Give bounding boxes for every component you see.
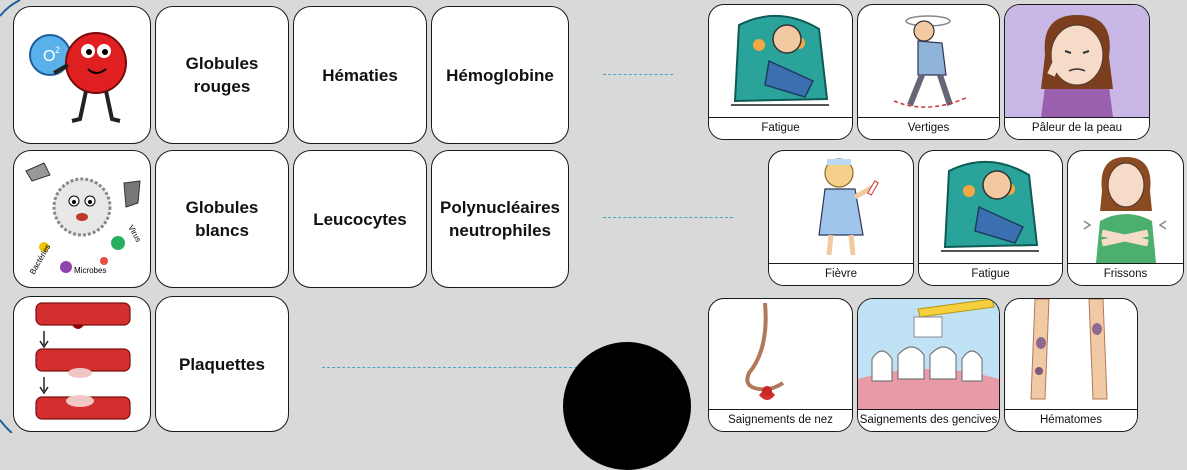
microbes-word: Microbes [74,266,106,275]
label-text: Globules rouges [185,54,259,96]
symptom-card-saignements-gencives[interactable]: Saignements des gencives [857,298,1000,432]
bleeding-gums-icon [858,299,999,409]
black-circle-shape [563,342,691,470]
symptom-card-saignements-nez[interactable]: Saignements de nez [708,298,853,432]
label-text: Leucocytes [313,209,407,229]
blood-vessel-clot-card[interactable] [13,296,151,432]
label-text: Plaquettes [179,354,265,374]
pale-woman-icon [1005,5,1149,117]
bruised-legs-icon [1030,299,1108,400]
symptom-caption: Fatigue [709,117,852,139]
tired-person-armchair-icon [941,161,1039,252]
blood-vessel-clot-icon [35,302,131,420]
dashed-link-row-1 [603,74,673,75]
shivering-woman-icon [1083,157,1167,263]
symptom-card-frissons[interactable]: Frissons [1067,150,1184,286]
dashed-link-row-3 [322,367,582,368]
symptom-caption: Pâleur de la peau [1005,117,1149,139]
svg-text:2: 2 [55,45,60,55]
tired-person-armchair-icon [731,15,829,106]
nose-bleed-icon [745,302,785,400]
red-blood-cell-icon: O 2 [29,32,127,123]
symptom-caption: Hématomes [1005,409,1137,431]
label-text: Polynucléaires neutrophiles [439,198,560,240]
label-hematies[interactable]: Hématies [293,6,427,144]
symptom-caption: Fièvre [769,263,913,285]
symptom-card-vertiges[interactable]: Vertiges [857,4,1000,140]
label-polynucleaires[interactable]: Polynucléaires neutrophiles [431,150,569,288]
label-text: Globules blancs [185,198,259,240]
symptom-card-fatigue[interactable]: Fatigue [708,4,853,140]
corner-arc-decoration [0,0,21,433]
label-plaquettes[interactable]: Plaquettes [155,296,289,432]
label-globules-rouges[interactable]: Globules rouges [155,6,289,144]
feverish-child-icon [818,158,879,256]
svg-text:O: O [43,48,55,65]
label-leucocytes[interactable]: Leucocytes [293,150,427,288]
symptom-card-paleur[interactable]: Pâleur de la peau [1004,4,1150,140]
label-globules-blancs[interactable]: Globules blancs [155,150,289,288]
label-hemoglobine[interactable]: Hémoglobine [431,6,569,144]
white-blood-cell-icon: Virus Bactéries Microbes [25,162,143,276]
symptom-card-hematomes[interactable]: Hématomes [1004,298,1138,432]
symptom-caption: Saignements de nez [709,409,852,431]
symptom-caption: Frissons [1068,263,1183,285]
red-blood-cell-card[interactable]: O 2 [13,6,151,144]
symptom-caption: Fatigue [919,263,1062,285]
symptom-card-fatigue-2[interactable]: Fatigue [918,150,1063,286]
label-text: Hématies [322,65,398,85]
white-blood-cell-card[interactable]: Virus Bactéries Microbes [13,150,151,288]
virus-word: Virus [126,224,143,244]
symptom-caption: Saignements des gencives [858,409,999,431]
symptom-caption: Vertiges [858,117,999,139]
symptom-card-fievre[interactable]: Fièvre [768,150,914,286]
dashed-link-row-2 [603,217,733,218]
dizzy-person-icon [893,15,969,108]
label-text: Hémoglobine [446,65,554,85]
